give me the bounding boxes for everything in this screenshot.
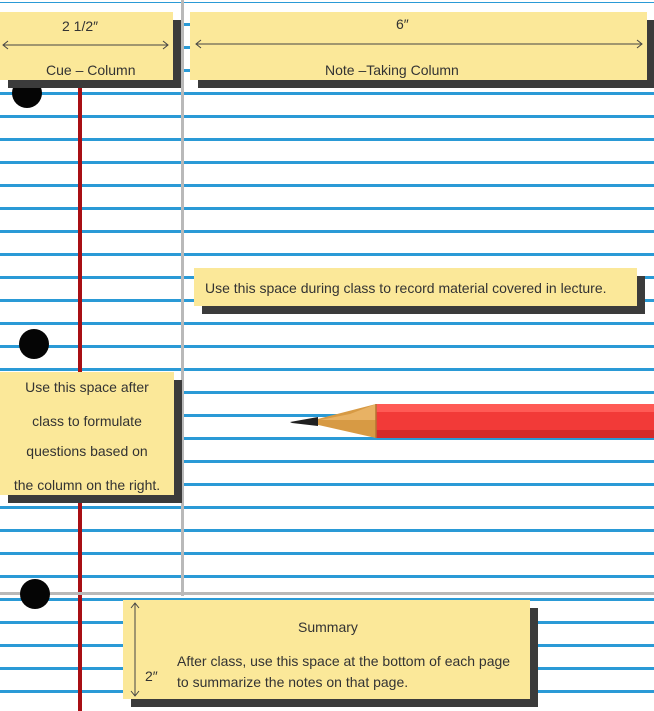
- summary-divider: [0, 592, 654, 595]
- summary-description-line-1: After class, use this space at the botto…: [177, 653, 511, 669]
- pencil-illustration: [290, 404, 654, 438]
- note-column-label: Note –Taking Column: [325, 62, 459, 78]
- cue-column-header: 2 1/2″ Cue – Column: [0, 12, 173, 80]
- binder-hole-middle: [19, 329, 49, 359]
- cue-description-line-1: Use this space after: [25, 379, 149, 395]
- cue-description-line-2: class to formulate: [32, 413, 142, 429]
- binder-hole-bottom: [20, 579, 50, 609]
- cue-width-arrow: [2, 40, 169, 50]
- note-taking-description: Use this space during class to record ma…: [205, 280, 607, 296]
- summary-height-label: 2″: [145, 668, 158, 684]
- summary-height-arrow: [130, 602, 140, 697]
- cue-width-label: 2 1/2″: [62, 18, 99, 34]
- cue-description-line-4: the column on the right.: [13, 477, 161, 493]
- cue-column-callout: Use this space after class to formulate …: [0, 372, 174, 495]
- note-column-header: 6″ Note –Taking Column: [190, 12, 647, 80]
- note-taking-callout: Use this space during class to record ma…: [194, 268, 637, 306]
- binder-hole-top: [12, 78, 42, 108]
- cue-description-line-3: questions based on: [26, 443, 148, 459]
- summary-description-line-2: to summarize the notes on that page.: [177, 674, 409, 690]
- summary-title: Summary: [298, 619, 358, 635]
- column-divider: [181, 0, 184, 596]
- note-width-arrow: [195, 39, 643, 49]
- note-width-label: 6″: [396, 16, 409, 32]
- cue-column-label: Cue – Column: [46, 62, 136, 78]
- summary-callout: 2″ Summary After class, use this space a…: [123, 600, 530, 699]
